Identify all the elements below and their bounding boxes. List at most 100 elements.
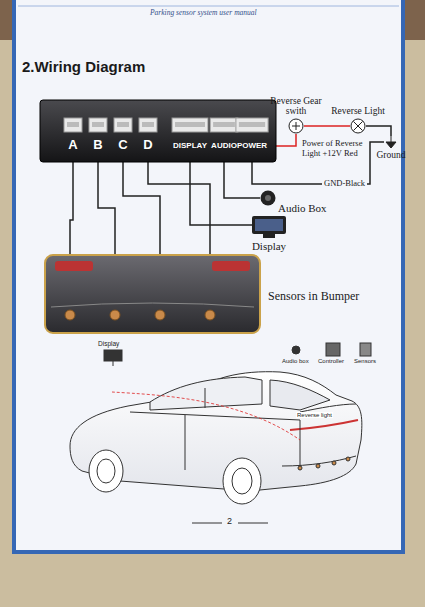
- switch-circle: [289, 119, 303, 133]
- page-number: 2: [227, 516, 232, 526]
- header-rule: [18, 6, 399, 7]
- car-illustration: [70, 343, 371, 504]
- part-label: Display: [98, 340, 119, 347]
- sensor-wire: [98, 162, 115, 255]
- window-pillar: [205, 388, 206, 408]
- part-label: Controller: [318, 358, 344, 364]
- front-wheel: [89, 450, 123, 492]
- plug-socket: [210, 118, 238, 132]
- reverse-gear-switch: Reverse Gear swith: [288, 118, 304, 134]
- bumper-crease: [51, 303, 254, 307]
- wire-label: Power of Reverse Light +12V Red: [302, 138, 368, 158]
- harness-wire: [112, 392, 300, 440]
- plug-socket: [236, 118, 268, 132]
- door-line: [130, 412, 300, 470]
- audio-box: Audio Box: [260, 190, 276, 206]
- plug-slot: [67, 122, 79, 127]
- plug-slot: [92, 122, 104, 127]
- connector-label: B: [93, 137, 102, 152]
- part-label: Ground: [376, 150, 405, 160]
- bumper-sensor: [65, 310, 75, 320]
- reverse-gear-switch-shape: [288, 118, 304, 134]
- manual-page: [14, 0, 403, 552]
- wheel-rim: [232, 468, 252, 494]
- ground-symbol-shape: [384, 136, 398, 148]
- tail-light: [212, 261, 250, 271]
- plug-slot: [213, 122, 235, 127]
- audio-box-shape: [260, 190, 276, 206]
- rear-wheel: [223, 458, 261, 504]
- sensor-wire: [123, 162, 160, 255]
- connector-label: DISPLAY: [173, 141, 207, 150]
- reverse-light-symbol-shape: [350, 118, 366, 134]
- rear-window: [270, 380, 330, 410]
- audio-box-icon: [292, 346, 300, 354]
- part-label: Reverse Light: [331, 106, 385, 116]
- speaker-cone: [265, 195, 271, 201]
- page-title: 2.Wiring Diagram: [22, 58, 145, 75]
- car-sensor: [332, 461, 336, 465]
- ground-arrow: [386, 136, 396, 148]
- connector-label: A: [68, 137, 77, 152]
- control-box-shape: [40, 100, 276, 162]
- bumper-sensor: [155, 310, 165, 320]
- plug-socket: [139, 118, 157, 132]
- display-stand: [113, 361, 114, 366]
- display-monitor-shape: [252, 216, 286, 238]
- plug-socket: [64, 118, 82, 132]
- monitor-frame: [252, 216, 286, 234]
- wheel-rim: [97, 459, 115, 483]
- wire: [224, 162, 260, 198]
- plug-slot: [142, 122, 154, 127]
- reverse-light-symbol: Reverse Light: [350, 118, 366, 134]
- part-label: Sensors in Bumper: [268, 289, 359, 304]
- part-label: Display: [252, 240, 286, 252]
- monitor-stand: [263, 234, 275, 238]
- plug-slot: [239, 122, 265, 127]
- connector-label: AUDIO: [211, 141, 237, 150]
- display-monitor: Display: [252, 216, 286, 238]
- car-sensor: [316, 464, 320, 468]
- lamp-circle: [351, 119, 365, 133]
- part-label: Sensors: [354, 358, 376, 364]
- rear-bumper-shape: [45, 255, 260, 333]
- bumper-sensor: [205, 310, 215, 320]
- wire: [304, 125, 350, 127]
- part-label: Reverse light: [296, 412, 333, 418]
- plus-sign: [292, 122, 300, 130]
- bumper-sensor: [110, 310, 120, 320]
- ground-symbol: Ground: [384, 136, 398, 148]
- connector-label: D: [143, 137, 152, 152]
- wire: [276, 134, 296, 146]
- car-body: [70, 372, 362, 491]
- controller-icon: [326, 343, 340, 356]
- wire: [366, 126, 391, 136]
- monitor-screen: [255, 219, 283, 231]
- plug-socket: [89, 118, 107, 132]
- sensor-wire: [148, 162, 210, 255]
- plug-slot: [175, 122, 205, 127]
- part-label: Audio Box: [278, 202, 327, 214]
- wire: [190, 162, 252, 225]
- plug-socket: [172, 118, 208, 132]
- bumper-photo: [45, 255, 260, 333]
- plug-slot: [117, 122, 129, 127]
- part-label: Audio box: [282, 358, 309, 364]
- rear-bumper: Sensors in Bumper: [45, 255, 260, 333]
- speaker-circle: [261, 191, 276, 206]
- wire-label: GND-Black: [322, 178, 367, 188]
- car-sensor: [298, 466, 302, 470]
- trunk-edge: [300, 404, 356, 412]
- display-icon: [104, 350, 122, 361]
- car-sensor: [346, 457, 350, 461]
- part-label: Reverse Gear swith: [270, 96, 322, 116]
- lamp-cross: [354, 122, 363, 131]
- sensors-icon: [360, 343, 371, 356]
- page-number-rule: [192, 523, 222, 524]
- connector-label: C: [118, 137, 127, 152]
- running-header: Parking sensor system user manual: [150, 8, 257, 17]
- control-box-body: [40, 100, 276, 162]
- sensor-wire: [70, 162, 73, 255]
- connector-label: POWER: [237, 141, 267, 150]
- door-line: [185, 415, 186, 470]
